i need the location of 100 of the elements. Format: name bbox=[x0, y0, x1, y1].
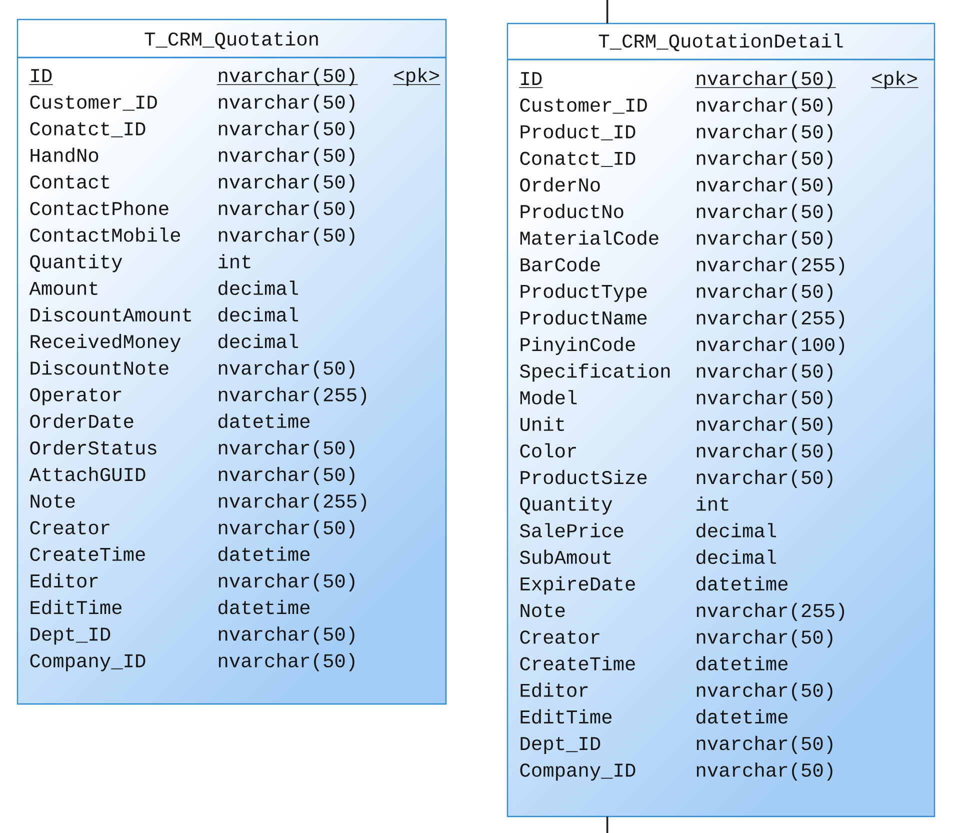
column-name: Dept_ID bbox=[30, 628, 110, 645]
data-type: nvarchar(50) bbox=[696, 150, 832, 169]
data-type: nvarchar(50) bbox=[696, 204, 832, 222]
column-name: Conatct_ID bbox=[30, 122, 146, 138]
column-name: Quantity bbox=[520, 496, 612, 515]
data-type: nvarchar(50) bbox=[696, 629, 832, 648]
column-name: ID bbox=[28, 69, 54, 85]
data-type: nvarchar(50) bbox=[696, 416, 832, 435]
column-name: MaterialCode bbox=[520, 230, 658, 245]
data-type: datetime bbox=[218, 600, 310, 614]
data-type: nvarchar(50) bbox=[218, 227, 354, 246]
data-type: decimal bbox=[218, 280, 298, 296]
data-type: nvarchar(50) bbox=[218, 520, 354, 538]
column-name: Amount bbox=[29, 282, 98, 295]
data-type: nvarchar(50) bbox=[696, 443, 832, 462]
data-type: nvarchar(50) bbox=[696, 124, 832, 142]
column-name: PinyinCode bbox=[520, 336, 635, 356]
column-name: Operator bbox=[30, 388, 122, 406]
data-type: nvarchar(50) bbox=[696, 736, 832, 754]
column-name: Customer_ID bbox=[30, 96, 157, 111]
column-name: OrderNo bbox=[520, 177, 600, 192]
data-type: datetime bbox=[696, 656, 788, 670]
column-name: Product_ID bbox=[520, 124, 636, 140]
data-type: nvarchar(50) bbox=[216, 68, 358, 86]
column-name: Note bbox=[30, 494, 75, 508]
data-type: decimal bbox=[218, 334, 298, 348]
data-type: int bbox=[696, 496, 728, 511]
data-type: nvarchar(50) bbox=[696, 177, 832, 196]
column-name: BarCode bbox=[520, 257, 600, 272]
column-name: ExpireDate bbox=[520, 576, 635, 594]
column-name: DiscountAmount bbox=[30, 307, 191, 322]
data-type: nvarchar(50) bbox=[218, 200, 354, 220]
data-type: nvarchar(50) bbox=[218, 626, 354, 645]
column-name: SalePrice bbox=[520, 523, 624, 538]
data-type: nvarchar(50) bbox=[218, 174, 354, 192]
table-title: T_CRM_Quotation bbox=[144, 31, 318, 50]
column-name: Company_ID bbox=[30, 654, 146, 672]
data-type: nvarchar(50) bbox=[696, 470, 832, 488]
column-name: ProductName bbox=[520, 310, 647, 325]
data-type: nvarchar(50) bbox=[218, 440, 354, 458]
column-name: AttachGUID bbox=[29, 466, 146, 482]
column-name: CreateTime bbox=[520, 656, 635, 670]
column-name: Model bbox=[520, 390, 577, 404]
data-type: int bbox=[218, 254, 250, 268]
column-name: ProductNo bbox=[520, 204, 624, 218]
column-name: Conatct_ID bbox=[520, 152, 636, 167]
data-type: nvarchar(50) bbox=[696, 97, 832, 116]
column-name: ID bbox=[518, 72, 544, 88]
data-type: decimal bbox=[696, 523, 776, 538]
data-type: nvarchar(100) bbox=[696, 336, 844, 356]
connector-line bbox=[606, 0, 608, 24]
data-type: nvarchar(50) bbox=[696, 390, 832, 408]
data-type: datetime bbox=[218, 414, 310, 428]
column-name: OrderStatus bbox=[30, 440, 156, 455]
column-name: Note bbox=[520, 604, 565, 618]
column-name: Company_ID bbox=[520, 764, 636, 781]
connector-line bbox=[606, 816, 608, 833]
column-name: ContactPhone bbox=[30, 200, 168, 216]
column-name: ProductSize bbox=[520, 470, 647, 484]
data-type: nvarchar(255) bbox=[696, 602, 844, 622]
column-name: EditTime bbox=[30, 600, 122, 614]
column-name: Editor bbox=[30, 573, 98, 588]
data-type: nvarchar(255) bbox=[696, 310, 844, 328]
column-name: EditTime bbox=[520, 709, 612, 724]
data-type: datetime bbox=[696, 709, 788, 724]
column-name: HandNo bbox=[30, 148, 98, 162]
data-type: decimal bbox=[696, 550, 776, 564]
data-type: nvarchar(50) bbox=[696, 762, 832, 781]
data-type: datetime bbox=[218, 546, 310, 562]
data-type: nvarchar(50) bbox=[696, 284, 832, 302]
column-name: Specification bbox=[520, 363, 670, 382]
data-type: nvarchar(255) bbox=[218, 493, 366, 512]
column-name: SubAmout bbox=[520, 550, 611, 564]
data-type: nvarchar(50) bbox=[696, 682, 832, 701]
column-name: ProductType bbox=[520, 284, 647, 302]
column-name: Contact bbox=[30, 175, 110, 189]
data-type: nvarchar(255) bbox=[696, 257, 844, 276]
data-type: nvarchar(50) bbox=[218, 653, 354, 672]
column-name: CreateTime bbox=[30, 546, 145, 561]
table-title: T_CRM_QuotationDetail bbox=[598, 33, 843, 52]
column-name: Color bbox=[520, 443, 576, 458]
data-type: nvarchar(50) bbox=[218, 94, 354, 113]
column-name: Dept_ID bbox=[520, 737, 600, 754]
column-name: ReceivedMoney bbox=[30, 334, 181, 352]
data-type: nvarchar(50) bbox=[696, 230, 832, 249]
data-type: nvarchar(50) bbox=[218, 121, 354, 140]
data-type: nvarchar(50) bbox=[218, 148, 354, 166]
data-type: nvarchar(50) bbox=[218, 360, 354, 379]
column-name: Creator bbox=[30, 521, 110, 534]
data-type: nvarchar(50) bbox=[696, 363, 832, 382]
column-name: Quantity bbox=[30, 254, 122, 272]
column-name: Editor bbox=[520, 682, 588, 698]
column-name: Customer_ID bbox=[520, 98, 647, 114]
column-name: OrderDate bbox=[30, 414, 134, 428]
column-name: ContactMobile bbox=[30, 227, 180, 242]
data-type: nvarchar(50) bbox=[218, 466, 354, 486]
column-name: Creator bbox=[520, 630, 600, 644]
data-type: datetime bbox=[696, 576, 788, 591]
data-type: decimal bbox=[218, 307, 298, 322]
column-name: DiscountNote bbox=[30, 360, 168, 375]
